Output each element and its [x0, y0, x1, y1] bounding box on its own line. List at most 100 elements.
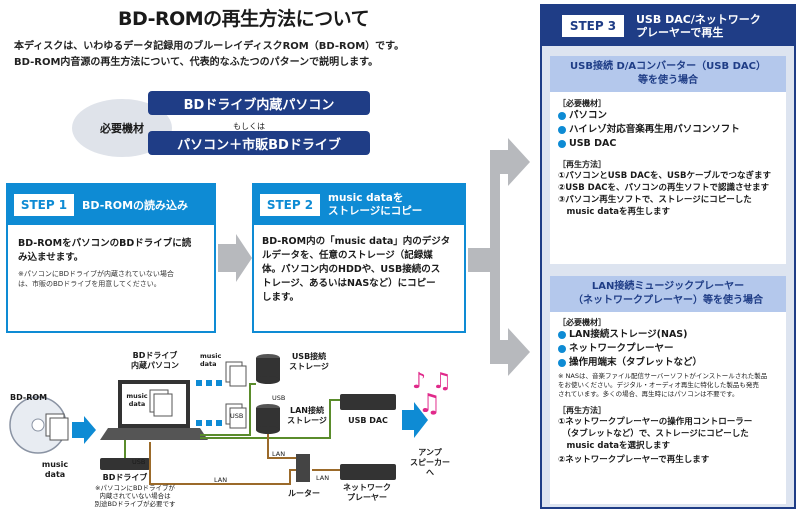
disc-hole	[31, 418, 45, 432]
network-player-label: ネットワーク プレーヤー	[343, 483, 391, 502]
lan-equipment-label: ［必要機材］	[558, 318, 606, 327]
pc-label: BDドライブ 内蔵パソコン	[131, 351, 179, 370]
step3-panel: STEP 3 USB DAC/ネットワーク プレーヤーで再生 USB接続 D/A…	[540, 4, 796, 509]
step2-heading-2: ストレージにコピー	[328, 205, 423, 217]
connection-diagram: ♪ ♫ ♫	[9, 354, 452, 485]
lan-note-2: をお使いください。デジタル・オーディオ再生に特化した製品も発売	[558, 381, 759, 389]
step3-tag: STEP 3	[562, 15, 624, 37]
step1-note-1: ※パソコンにBDドライブが内蔵されていない場合	[18, 270, 174, 278]
intro-line-2: BD-ROM内音源の再生方法について、代表的なふたつのパターンで説明します。	[14, 57, 379, 68]
usb-equipment-item: ハイレゾ対応音楽再生用パソコンソフト	[558, 123, 778, 137]
usb-label-1: USB	[230, 412, 244, 420]
usb-heading-2: 等を使う場合	[638, 75, 698, 86]
bd-drive-label: BDドライブ	[102, 473, 148, 482]
step3-heading-2: プレーヤーで再生	[636, 26, 724, 39]
laptop-base-icon	[100, 428, 208, 440]
lan-label-3: LAN	[316, 474, 330, 482]
lan-method-1b: （タブレットなど）で、ストレージにコピーした	[558, 429, 749, 439]
usb-label-2: USB	[272, 394, 286, 402]
lan-method-1c: music dataを選択します	[558, 441, 671, 451]
lan-method-1: ①ネットワークプレーヤーの操作用コントローラー	[558, 417, 753, 427]
music-note-icon: ♫	[432, 369, 452, 394]
lan-label-2: LAN	[272, 450, 286, 458]
usb-method-label: ［再生方法］	[558, 160, 606, 169]
usb-equipment-label: ［必要機材］	[558, 99, 606, 108]
requirement-option-1: BDドライブ内蔵パソコン	[148, 91, 370, 115]
lan-method-2: ②ネットワークプレーヤーで再生します	[558, 455, 710, 465]
document-icon	[229, 365, 247, 387]
lan-section: LAN接続ミュージックプレーヤー （ネットワークプレーヤー）等を使う場合 ［必要…	[550, 276, 786, 504]
lan-label-1: LAN	[214, 476, 228, 484]
arrow-to-amp	[402, 402, 428, 438]
disc-music-label: music data	[41, 460, 69, 479]
bullet-dot	[558, 344, 566, 353]
lan-note-1: ※ NASは、音楽ファイル配信サーバーソフトがインストールされた製品	[558, 372, 768, 380]
document-icon	[49, 417, 69, 441]
music-note-icon: ♫	[418, 389, 441, 419]
amp-label: アンプ スピーカー へ	[410, 448, 450, 477]
document-icon	[153, 393, 173, 417]
bullet-dot	[558, 111, 566, 120]
arrow-step1-to-step2	[218, 234, 252, 282]
usb-equipment-item: パソコン	[558, 109, 778, 123]
network-player-icon	[340, 464, 396, 480]
usb-dac-label: USB DAC	[348, 416, 388, 425]
arrow-disc-to-pc	[72, 416, 96, 444]
lan-equipment-item: LAN接続ストレージ(NAS)	[558, 328, 778, 342]
step1-heading: BD-ROMの読み込み	[82, 199, 189, 212]
step1-note-2: は、市販のBDドライブを用意してください。	[18, 280, 161, 288]
bullet-dot	[558, 330, 566, 339]
arrow-step2-to-step3	[468, 138, 530, 376]
usb-dac-icon	[340, 394, 396, 410]
bullet-dot	[558, 125, 566, 134]
usb-heading-1: USB接続 D/Aコンバーター（USB DAC）	[570, 61, 766, 72]
step2-heading-1: music dataを	[328, 192, 404, 204]
lan-equipment-item: ネットワークプレーヤー	[558, 342, 778, 356]
usb-section: USB接続 D/Aコンバーター（USB DAC） 等を使う場合 ［必要機材］ パ…	[550, 56, 786, 264]
usb-method-2: ②USB DACを、パソコンの再生ソフトで認識させます	[558, 183, 770, 193]
page-title: BD-ROMの再生方法について	[118, 8, 370, 30]
step2-body-4: トレージ、あるいはNASなど）にコピー	[262, 278, 436, 289]
requirement-option-2: パソコン＋市販BDドライブ	[148, 131, 370, 155]
bullet-dot	[558, 358, 566, 367]
document-icon	[229, 407, 247, 429]
step1-box: STEP 1 BD-ROMの読み込み BD-ROMをパソコンのBDドライブに読 …	[6, 183, 216, 333]
music-note-icon: ♪	[412, 369, 426, 394]
router-icon	[296, 454, 310, 482]
requirement-or: もしくは	[233, 122, 265, 131]
bdrom-label: BD-ROM	[10, 393, 48, 402]
bd-drive-icon	[100, 458, 150, 470]
usb-equipment-item: USB DAC	[558, 137, 778, 151]
usb-line	[200, 383, 256, 436]
step3-heading-1: USB DAC/ネットワーク	[636, 13, 761, 26]
step2-body-3: 体。パソコン内のHDDや、USB接続のス	[262, 264, 441, 275]
lan-heading-1: LAN接続ミュージックプレーヤー	[591, 281, 745, 292]
step2-body-5: します。	[262, 292, 300, 303]
bd-drive-note: ※パソコンにBDドライブが 内蔵されていない場合は 別途BDドライブが必要です	[94, 484, 176, 508]
usb-method-3: ③パソコン再生ソフトで、ストレージにコピーした	[558, 195, 752, 205]
lan-line	[149, 442, 300, 485]
copy-music-label-1: music data	[200, 352, 222, 368]
lan-method-label: ［再生方法］	[558, 406, 606, 415]
usb-storage-label: USB接続 ストレージ	[289, 352, 329, 371]
usb-label-3: USB	[132, 458, 146, 466]
step2-body-2: ルデータを、任意のストレージ（記録媒	[262, 250, 433, 261]
step1-body-2: み込ませます。	[18, 252, 84, 263]
intro-line-1: 本ディスクは、いわゆるデータ記録用のブルーレイディスクROM（BD-ROM）です…	[14, 41, 405, 52]
lan-heading-2: （ネットワークプレーヤー）等を使う場合	[573, 295, 763, 306]
step1-body-1: BD-ROMをパソコンのBDドライブに読	[18, 238, 192, 249]
step1-tag: STEP 1	[14, 194, 74, 216]
usb-method-3b: music dataを再生します	[558, 207, 671, 217]
step2-tag: STEP 2	[260, 194, 320, 216]
router-label: ルーター	[288, 489, 320, 498]
lan-storage-label: LAN接続 ストレージ	[287, 406, 327, 425]
lan-equipment-item: 操作用端末（タブレットなど）	[558, 356, 778, 370]
bullet-dot	[558, 139, 566, 148]
usb-method-1: ①パソコンとUSB DACを、USBケーブルでつなぎます	[558, 171, 772, 181]
lan-note-3: されています。多くの場合、再生時にはパソコンは不要です。	[558, 390, 739, 398]
step2-box: STEP 2 music dataを ストレージにコピー BD-ROM内の「mu…	[252, 183, 466, 333]
pc-screen-label: music data	[126, 392, 148, 408]
step2-body-1: BD-ROM内の「music data」内のデジタ	[262, 236, 451, 247]
usb-dac-line	[200, 399, 340, 439]
